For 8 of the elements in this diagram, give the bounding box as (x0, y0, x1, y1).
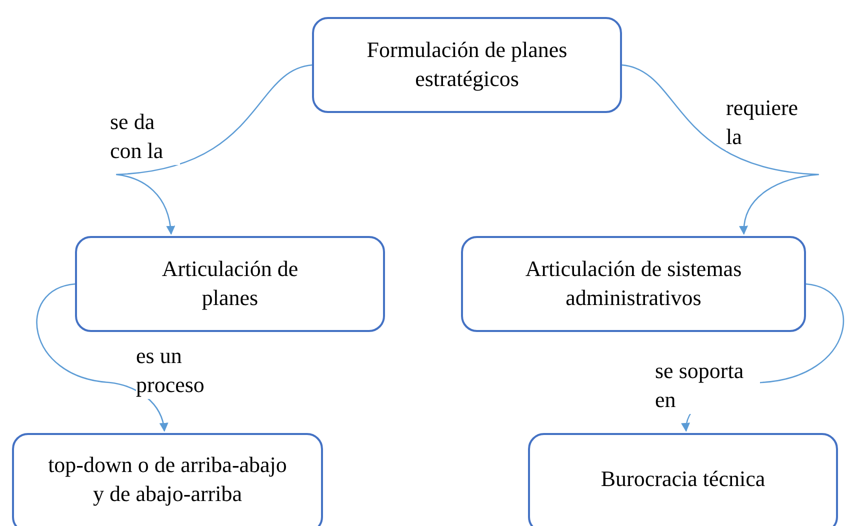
rounded-box: Articulación de sistemas administrativos (461, 236, 806, 332)
rounded-box: Articulación de planes (75, 236, 385, 332)
curved-arrow (622, 64, 820, 235)
rounded-box: Formulación de planes estratégicos (312, 17, 622, 113)
curved-arrow (36, 283, 168, 432)
curved-arrow (115, 64, 312, 235)
rounded-box: top-down o de arriba-abajo y de abajo-arriba (12, 433, 323, 526)
rounded-box: Burocracia técnica (528, 433, 838, 526)
